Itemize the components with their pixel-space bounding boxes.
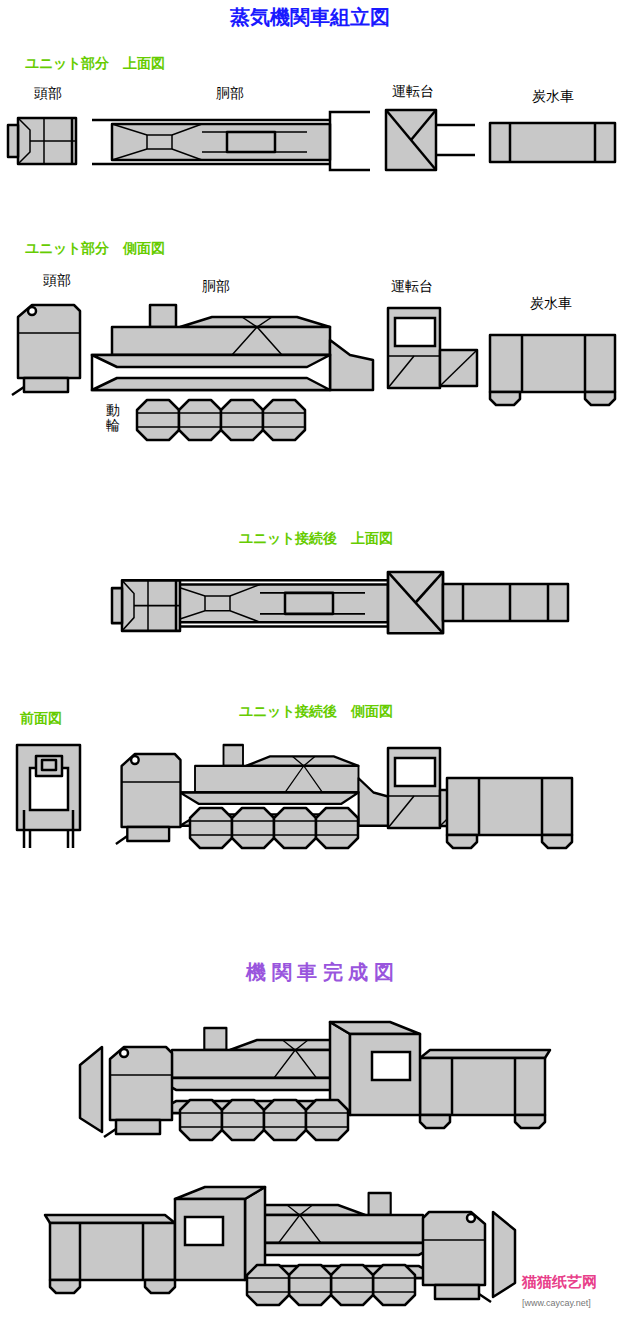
part-label: 頭部 <box>34 85 62 102</box>
part-label: 運転台 <box>392 83 434 100</box>
part-label: 頭部 <box>43 272 71 289</box>
watermark: 猫猫纸艺网 <box>522 1273 597 1291</box>
watermark: [www.caycay.net] <box>522 1298 591 1309</box>
part-label: 胴部 <box>202 278 230 295</box>
section-heading: 機 関 車 完 成 図 <box>246 960 394 984</box>
part-label: 胴部 <box>216 85 244 102</box>
section-heading: ユニット部分 側面図 <box>25 240 165 257</box>
page-title: 蒸気機関車組立図 <box>230 5 390 29</box>
section-heading: ユニット部分 上面図 <box>25 55 165 72</box>
part-label: 炭水車 <box>532 88 574 105</box>
section-heading: ユニット接続後 上面図 <box>239 530 393 547</box>
part-label: 炭水車 <box>530 295 572 312</box>
section-heading: 前面図 <box>20 710 62 727</box>
part-label: 運転台 <box>391 278 433 295</box>
part-label: 動輪 <box>106 403 120 434</box>
section-heading: ユニット接続後 側面図 <box>239 703 393 720</box>
